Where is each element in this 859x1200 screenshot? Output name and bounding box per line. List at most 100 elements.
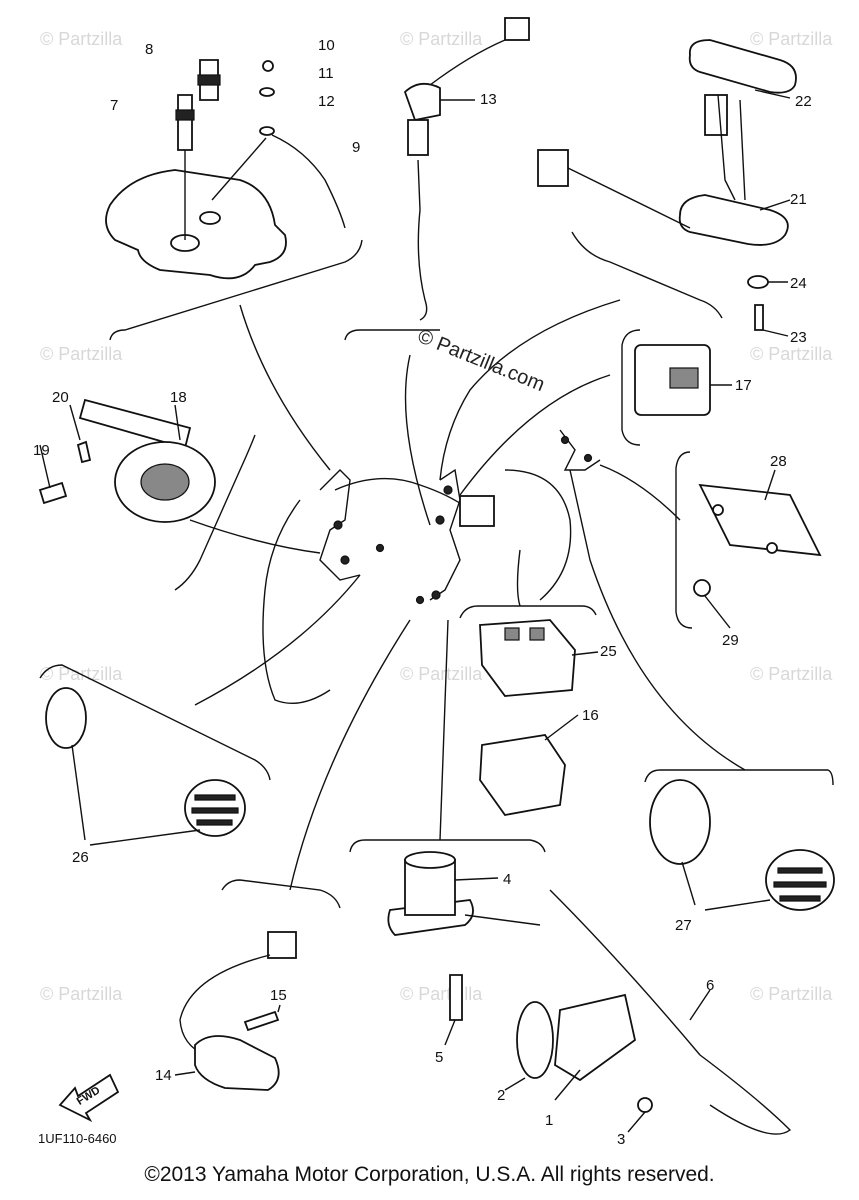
washer-11: [259, 87, 275, 97]
terminal-12: [259, 126, 275, 136]
solenoid-4-group: [387, 851, 541, 1046]
connector-13: [504, 17, 530, 41]
leader: [504, 1077, 526, 1091]
center-watermark: © Partzilla.com: [414, 325, 547, 396]
frame-curve-top: [334, 477, 471, 511]
lens-ribs: [773, 867, 827, 902]
leader: [627, 1111, 646, 1133]
o-ring-2: [516, 1001, 554, 1079]
bracket-top-left: [109, 239, 363, 341]
sender-rod: [717, 94, 736, 201]
callout-5: 5: [435, 1049, 443, 1066]
callout-6: 6: [706, 977, 714, 994]
water-housing: [105, 169, 287, 280]
light-lens-27: [765, 849, 835, 911]
sender-rod: [739, 99, 746, 201]
leader: [554, 1069, 581, 1101]
bracket-relay-17: [621, 329, 641, 446]
route-26: [194, 574, 361, 706]
callout-29: 29: [722, 632, 739, 649]
copyright-notice: ©2013 Yamaha Motor Corporation, U.S.A. A…: [144, 1163, 715, 1186]
housing-port: [199, 211, 221, 225]
watermark: © Partzilla: [750, 344, 833, 364]
water-housing-group: [105, 59, 346, 280]
route-14: [289, 619, 411, 891]
frame-curve-right: [504, 469, 572, 601]
leader: [762, 329, 789, 337]
bracket-top-center: [344, 329, 440, 341]
relay-25: [479, 619, 576, 697]
route-27: [569, 469, 746, 771]
connector-pin: [435, 515, 445, 525]
fwd-arrow: FWD: [58, 1073, 120, 1123]
relay-17-socket: [669, 367, 699, 389]
route-28: [599, 464, 681, 521]
callout-7: 7: [110, 97, 118, 114]
bolt-19: [38, 481, 68, 505]
watermark: © Partzilla: [400, 29, 483, 49]
horn-bracket-20: [78, 398, 192, 450]
lead-6: [549, 889, 792, 1135]
callout-17: 17: [735, 377, 752, 394]
lens-ribs: [191, 794, 239, 826]
connector-pin: [560, 435, 570, 445]
callout-27: 27: [675, 917, 692, 934]
group-brackets: [39, 231, 834, 909]
bracket-top-right: [571, 231, 723, 319]
sender-float-21: [704, 94, 728, 136]
leader: [754, 89, 791, 99]
connector-pin: [431, 590, 441, 600]
leader: [704, 595, 731, 629]
watermark: © Partzilla: [40, 344, 123, 364]
relay-25-terminal: [529, 627, 545, 641]
callout-8: 8: [145, 41, 153, 58]
leader: [211, 137, 267, 201]
routing-lines: [189, 299, 746, 891]
relay-16: [479, 734, 566, 816]
leader: [759, 199, 791, 211]
route-13: [404, 354, 431, 526]
temp-switch-7: [177, 94, 193, 151]
lead-wire-9: [271, 134, 346, 229]
connector-pin: [375, 543, 385, 553]
screw-10: [262, 60, 274, 72]
connector-pin: [415, 595, 425, 605]
leader: [681, 861, 696, 906]
screw-20: [76, 440, 92, 464]
callout-4: 4: [503, 871, 511, 888]
route-7: [239, 304, 331, 471]
leader: [174, 404, 181, 441]
horn-center: [140, 463, 190, 501]
nut-29: [693, 579, 711, 597]
light-27-group: [649, 779, 835, 911]
leader: [454, 877, 499, 881]
switch-14-group: [174, 931, 297, 1091]
switch-13: [403, 82, 441, 122]
callouts: 1 2 3 4 5 6 7 8 9 10 11 12 13 14 15 16 1…: [33, 37, 812, 1148]
bracket-horn: [174, 434, 256, 591]
harness-right: [559, 429, 601, 471]
connector-pin: [583, 453, 593, 463]
route-18: [189, 519, 321, 554]
callout-28: 28: [770, 453, 787, 470]
washer-24: [747, 275, 769, 289]
watermark: © Partzilla: [750, 29, 833, 49]
switch-14: [194, 1035, 280, 1091]
watermark: © Partzilla: [40, 984, 123, 1004]
watermark: © Partzilla: [400, 984, 483, 1004]
callout-13: 13: [480, 91, 497, 108]
relay-25-terminal: [504, 627, 520, 641]
callout-16: 16: [582, 707, 599, 724]
solenoid-wire: [464, 914, 541, 926]
callout-22: 22: [795, 93, 812, 110]
callout-3: 3: [617, 1131, 625, 1148]
callout-26: 26: [72, 849, 89, 866]
callout-25: 25: [600, 643, 617, 660]
route-25: [516, 549, 521, 607]
wire-14: [179, 954, 271, 1056]
leader: [689, 989, 711, 1021]
callout-21: 21: [790, 191, 807, 208]
stud: [766, 542, 778, 554]
bracket-28: [675, 451, 693, 629]
